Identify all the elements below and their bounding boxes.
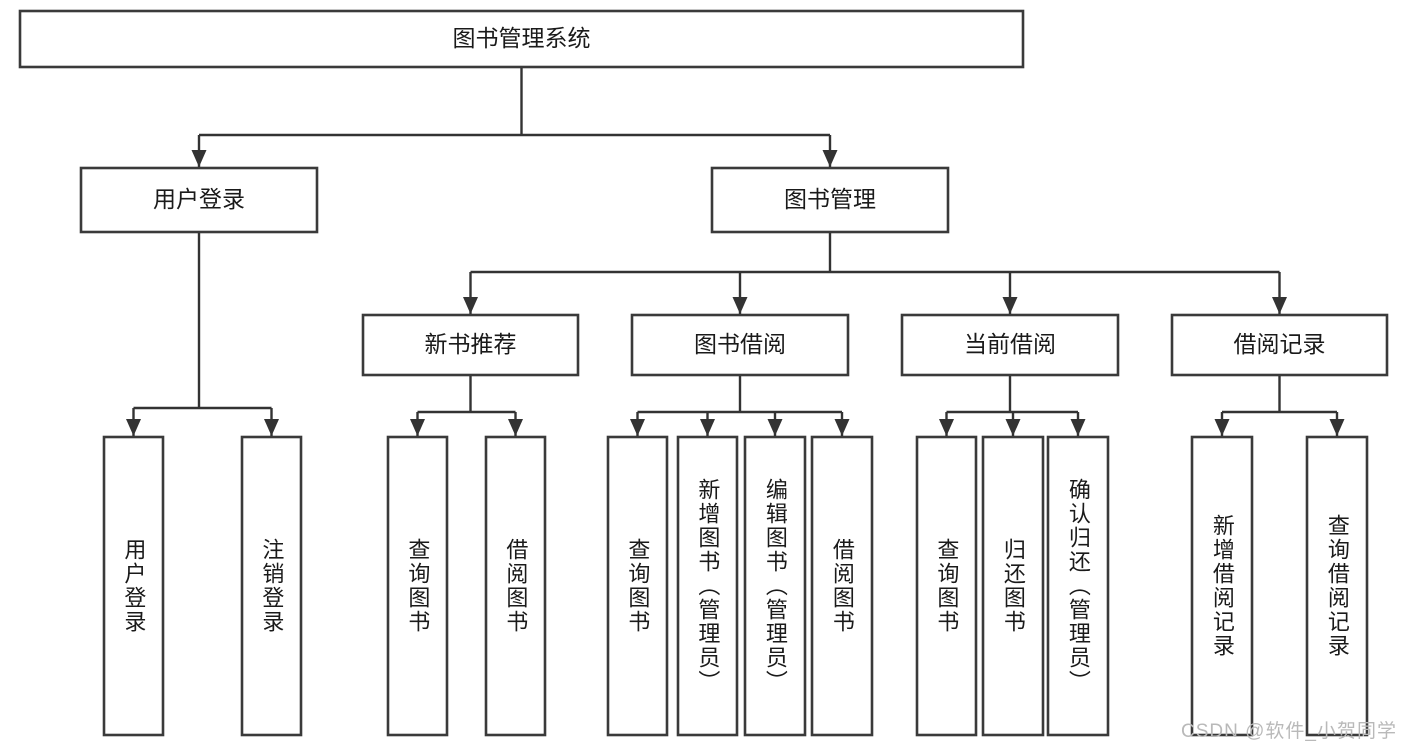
arrowhead-bookmgmt-to-level3-1 [732,297,748,314]
leaf-node-box-3[interactable] [484,435,547,737]
leaf-node-box-4[interactable] [606,435,669,737]
level3-node-box-0[interactable] [361,313,580,377]
arrowhead-level3-1-to-leaf-1 [700,419,715,436]
arrowhead-level3-2-to-leaf-2 [1070,419,1086,436]
leaf-node-box-7[interactable] [810,435,874,737]
level3-node-label-0: 新书推荐 [425,331,517,357]
level3-node-label-1: 图书借阅 [694,331,786,357]
level3-node-box-3[interactable] [1170,313,1389,377]
arrowhead-level3-0-to-leaf-1 [508,419,523,436]
root-node-box[interactable] [18,9,1025,69]
arrowhead-level3-2-to-leaf-1 [1005,419,1021,436]
level2-node-label-1: 图书管理 [784,186,876,212]
arrowhead-level3-0-to-leaf-0 [410,419,425,436]
level2-node-label-0: 用户登录 [153,186,245,212]
level3-node-label-2: 当前借阅 [964,331,1056,357]
watermark: CSDN @软件_小贺同学 [1181,721,1397,742]
level3-node-box-2[interactable] [900,313,1120,377]
arrowhead-level3-3-to-leaf-1 [1329,419,1345,436]
arrowhead-level3-3-to-leaf-0 [1214,419,1230,436]
level3-node-label-3: 借阅记录 [1234,331,1326,357]
arrowhead-root-to-level2-0 [191,150,207,167]
leaf-node-box-6[interactable] [743,435,807,737]
arrowhead-level3-1-to-leaf-3 [834,419,850,436]
leaf-node-box-9[interactable] [981,435,1045,737]
arrowhead-level3-1-to-leaf-0 [630,419,645,436]
arrowhead-bookmgmt-to-level3-2 [1002,297,1018,314]
arrowhead-userlogin-to-leaf-0 [126,419,141,436]
leaf-node-box-8[interactable] [915,435,978,737]
leaf-node-box-0[interactable] [102,435,165,737]
leaf-node-box-5[interactable] [676,435,739,737]
arrowhead-bookmgmt-to-level3-0 [463,297,478,314]
arrowhead-level3-2-to-leaf-0 [939,419,954,436]
arrowhead-userlogin-to-leaf-1 [264,419,279,436]
connectors-layer [126,67,1345,436]
arrowhead-root-to-level2-1 [822,150,838,167]
leaf-node-box-1[interactable] [240,435,303,737]
leaf-node-box-12[interactable] [1305,435,1369,737]
leaf-node-box-10[interactable] [1046,435,1110,737]
arrowhead-level3-1-to-leaf-2 [767,419,783,436]
root-node-label: 图书管理系统 [453,25,591,51]
arrowhead-bookmgmt-to-level3-3 [1272,297,1287,314]
leaf-node-box-11[interactable] [1190,435,1254,737]
level2-node-box-1[interactable] [710,166,950,234]
level3-node-box-1[interactable] [630,313,850,377]
level2-node-box-0[interactable] [79,166,319,234]
leaf-node-box-2[interactable] [386,435,449,737]
